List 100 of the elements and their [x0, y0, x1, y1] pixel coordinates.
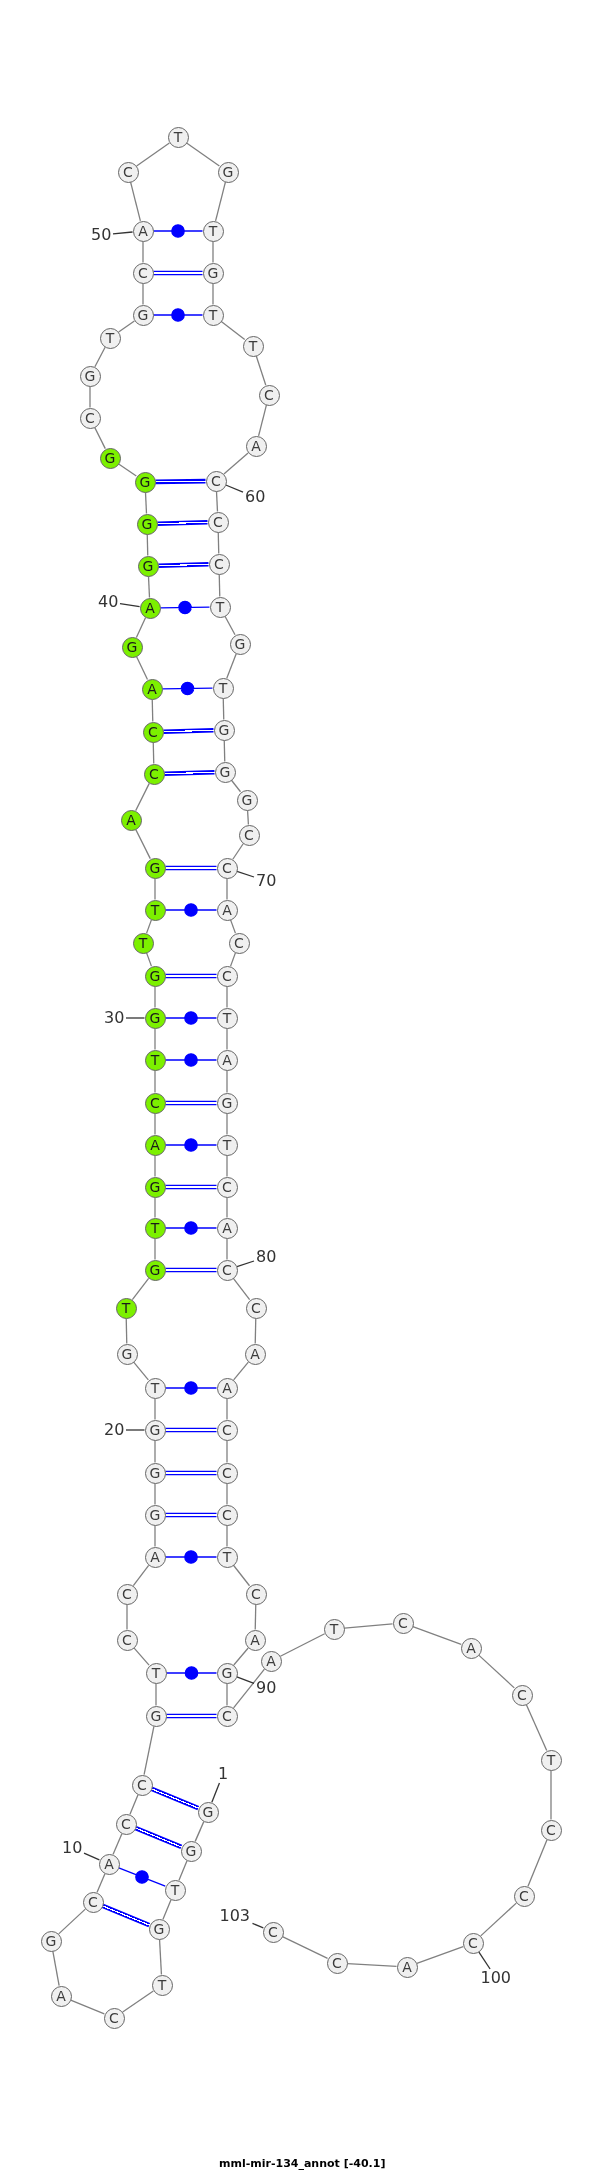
base-pair-dot-line [152, 224, 204, 238]
nucleotide-node: T [323, 1618, 345, 1640]
nucleotide-node: C [207, 511, 229, 533]
backbone-line [281, 1935, 329, 1960]
nucleotide-node: C [216, 1419, 238, 1441]
nucleotide-node: T [145, 1662, 167, 1684]
base-pair-dot-line [164, 1138, 218, 1152]
backbone-line [223, 452, 249, 475]
nucleotide-node: C [216, 965, 238, 987]
backbone-line [222, 697, 225, 721]
backbone-line [217, 531, 220, 555]
backbone-line [133, 1647, 150, 1666]
nucleotide-node: C [142, 721, 164, 743]
backbone-line [232, 1277, 251, 1301]
nucleotide-node: A [216, 1377, 238, 1399]
backbone-line [550, 1769, 552, 1821]
nucleotide-node: G [145, 1705, 167, 1727]
backbone-line [478, 1654, 515, 1689]
backbone-line [154, 1196, 156, 1219]
base-pair-dot-line [164, 1011, 218, 1025]
backbone-line [135, 655, 149, 681]
backbone-line [133, 1361, 149, 1381]
nucleotide-node: C [216, 1504, 238, 1526]
backbone-line [58, 1908, 86, 1935]
nucleotide-node: G [217, 161, 239, 183]
base-pair-dot-line [164, 1381, 218, 1395]
nucleotide-node: G [79, 365, 101, 387]
base-pair-double-line [157, 520, 208, 526]
backbone-line [232, 1668, 266, 1709]
position-number: 50 [91, 227, 112, 243]
backbone-line [226, 1237, 228, 1261]
backbone-line [122, 1990, 154, 2013]
position-number: 40 [98, 594, 119, 610]
leader-line [211, 1782, 221, 1803]
nucleotide-node: A [244, 1629, 266, 1651]
nucleotide-node: G [144, 1176, 166, 1198]
backbone-line [229, 952, 237, 967]
base-pair-double-line [163, 728, 214, 734]
nucleotide-node: T [144, 1217, 166, 1239]
position-number: 90 [256, 1680, 277, 1696]
backbone-line [212, 240, 214, 264]
backbone-line [89, 385, 91, 409]
backbone-line [162, 1899, 172, 1920]
backbone-line [257, 404, 268, 437]
backbone-line [416, 1945, 464, 1965]
nucleotide-node: C [208, 553, 230, 575]
backbone-line [230, 779, 242, 793]
leader-line [125, 1429, 146, 1431]
nucleotide-node: A [244, 1343, 266, 1365]
nucleotide-node: T [209, 596, 231, 618]
base-pair-double-line [101, 1903, 151, 1928]
leader-line [125, 1017, 146, 1019]
nucleotide-node: A [132, 220, 154, 242]
nucleotide-node: C [205, 470, 227, 492]
nucleotide-node: C [144, 1092, 166, 1114]
backbone-line [154, 1482, 156, 1506]
nucleotide-node: A [216, 899, 238, 921]
nucleotide-node: G [144, 1007, 166, 1029]
backbone-line [224, 615, 236, 636]
backbone-line [212, 282, 214, 306]
nucleotide-node: T [167, 126, 189, 148]
backbone-line [223, 739, 226, 763]
backbone-line [226, 1112, 228, 1136]
backbone-line [52, 1950, 60, 1987]
backbone-line [226, 1397, 228, 1421]
backbone-line [70, 1999, 105, 2015]
nucleotide-node: G [216, 1662, 238, 1684]
base-pair-double-line [153, 270, 203, 276]
nucleotide-node: G [144, 1504, 166, 1526]
backbone-line [154, 1524, 156, 1548]
backbone-line [94, 346, 106, 368]
nucleotide-node: C [143, 763, 165, 785]
nucleotide-node: C [228, 932, 250, 954]
backbone-line [525, 1703, 548, 1752]
base-pair-double-line [165, 973, 217, 979]
backbone-line [226, 1154, 228, 1178]
backbone-line [154, 1154, 156, 1178]
nucleotide-node: G [197, 1801, 219, 1823]
backbone-line [178, 1860, 188, 1881]
base-pair-double-line [165, 1470, 217, 1476]
nucleotide-node: C [216, 1705, 238, 1727]
backbone-line [194, 1821, 205, 1842]
nucleotide-node: G [136, 513, 158, 535]
nucleotide-node: T [144, 1049, 166, 1071]
base-pair-double-line [164, 770, 215, 776]
backbone-line [343, 1623, 394, 1629]
base-pair-double-line [134, 1825, 183, 1850]
nucleotide-node: T [216, 1546, 238, 1568]
base-pair-double-line [158, 562, 209, 568]
nucleotide-node: C [216, 857, 238, 879]
backbone-line [226, 1482, 228, 1506]
base-pair-double-line [165, 1427, 217, 1433]
nucleotide-node: G [213, 719, 235, 741]
backbone-line [135, 782, 150, 812]
backbone-line [135, 616, 147, 639]
leader-line [112, 231, 134, 235]
nucleotide-node: A [98, 1853, 120, 1875]
backbone-line [129, 1794, 139, 1815]
nucleotide-node: A [396, 1956, 418, 1978]
nucleotide-node: G [40, 1930, 62, 1952]
